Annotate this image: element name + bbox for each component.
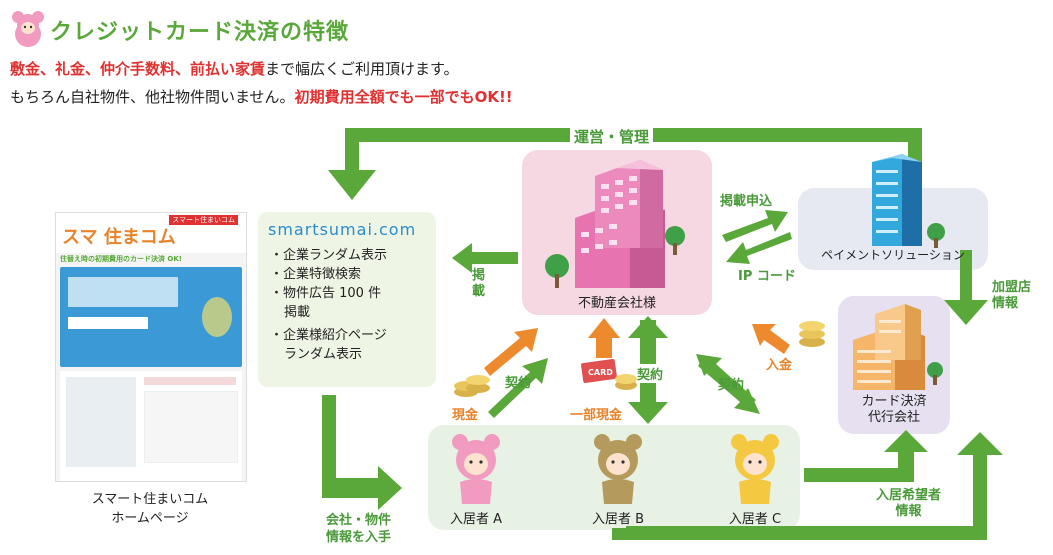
homepage-label-line2: ホームページ bbox=[111, 511, 189, 526]
ok-highlight: 初期費用全額でも一部でもOK!! bbox=[294, 88, 513, 106]
member-info-arrow bbox=[944, 250, 988, 325]
card-text: CARD bbox=[588, 368, 613, 377]
site-features: ・企業ランダム表示 ・企業特徴検索 ・物件広告 100 件 掲載 ・企業様紹介ペ… bbox=[270, 246, 387, 364]
deposit-arrow bbox=[752, 324, 790, 354]
partial-cash-label: 一部現金 bbox=[570, 408, 623, 423]
company-info-label: 会社・物件 情報を入手 bbox=[326, 512, 391, 546]
contract-label-c: 契約 bbox=[718, 378, 745, 393]
mascot-icon bbox=[10, 8, 46, 52]
realestate-label: 不動産会社様 bbox=[577, 296, 656, 311]
site-feature-3: ・物件広告 100 件 bbox=[270, 286, 382, 301]
homepage-label-line1: スマート住まいコム bbox=[91, 492, 209, 507]
payment-label: ペイメントソリューション bbox=[821, 248, 965, 262]
homepage-screenshot[interactable]: スマート住まいコム スマ 住まコム 住替え時の初期費用のカード決済 OK! bbox=[55, 212, 247, 482]
ip-code-label: IP コード bbox=[738, 269, 796, 284]
homepage-logo-main: スマ 住まコム bbox=[62, 227, 176, 248]
company-info-label-1: 会社・物件 bbox=[326, 513, 392, 528]
member-info-label: 加盟店 情報 bbox=[992, 280, 1031, 312]
intro-line-2: もちろん自社物件、他社物件問いません。初期費用全額でも一部でもOK!! bbox=[10, 86, 513, 107]
homepage-tagline: 住替え時の初期費用のカード決済 OK! bbox=[60, 255, 183, 263]
member-info-label-2: 情報 bbox=[992, 296, 1019, 311]
site-feature-4: ・企業様紹介ページ bbox=[270, 328, 387, 343]
management-arrow bbox=[328, 128, 922, 200]
cash-arrow bbox=[484, 328, 538, 376]
resident-c-label: 入居者 C bbox=[728, 512, 782, 527]
member-info-label-1: 加盟店 bbox=[992, 280, 1032, 295]
listing-request-label: 掲載申込 bbox=[720, 194, 773, 209]
intro-line-2-plain: もちろん自社物件、他社物件問いません。 bbox=[10, 88, 295, 106]
site-name[interactable]: smartsumai.com bbox=[268, 220, 417, 239]
listing-label: 掲載 bbox=[472, 268, 486, 299]
site-feature-1: ・企業ランダム表示 bbox=[270, 248, 388, 263]
homepage-logo: スマート住まいコム スマ 住まコム bbox=[56, 213, 246, 253]
resident-b-icon bbox=[594, 434, 642, 504]
site-feature-4b: ランダム表示 bbox=[284, 347, 363, 362]
ip-code-arrow bbox=[726, 232, 792, 264]
bottom-loop-arrow bbox=[612, 432, 1003, 540]
coins-icon-a bbox=[454, 375, 490, 397]
listing-arrow bbox=[452, 243, 518, 273]
contract-label-b: 契約 bbox=[637, 364, 664, 383]
contract-arrow-a bbox=[488, 358, 548, 418]
card-agent-label-1: カード決済 bbox=[861, 394, 927, 409]
intro-line-1-rest: まで幅広くご利用頂けます。 bbox=[265, 60, 459, 78]
resident-info-label-2: 情報 bbox=[895, 504, 922, 519]
card-agent-label: カード決済 代行会社 bbox=[838, 394, 950, 426]
realestate-building-icon bbox=[545, 160, 685, 288]
homepage-hero bbox=[60, 267, 242, 367]
resident-b-label: 入居者 B bbox=[591, 512, 645, 527]
card-icon: CARD bbox=[581, 358, 637, 390]
resident-a-icon bbox=[452, 434, 500, 504]
management-label: 運営・管理 bbox=[570, 126, 654, 147]
page-title: クレジットカード決済の特徴 bbox=[50, 20, 350, 45]
listing-request-arrow bbox=[722, 210, 788, 242]
card-agent-building-icon bbox=[853, 304, 943, 390]
card-agent-label-2: 代行会社 bbox=[867, 410, 920, 425]
company-info-label-2: 情報を入手 bbox=[326, 530, 392, 545]
resident-a-label: 入居者 A bbox=[449, 512, 503, 527]
payment-tower-icon bbox=[872, 154, 945, 248]
site-feature-2: ・企業特徴検索 bbox=[270, 267, 362, 282]
cash-label: 現金 bbox=[452, 408, 479, 423]
homepage-body bbox=[60, 371, 242, 481]
resident-info-arrow bbox=[804, 430, 928, 482]
company-info-arrow bbox=[322, 395, 402, 510]
intro-line-1: 敷金、礼金、仲介手数料、前払い家賃まで幅広くご利用頂けます。 bbox=[10, 58, 459, 79]
resident-info-label-1: 入居希望者 bbox=[876, 488, 942, 503]
fees-highlight: 敷金、礼金、仲介手数料、前払い家賃 bbox=[10, 60, 266, 78]
homepage-label: スマート住まいコム ホームページ bbox=[55, 488, 245, 526]
contract-arrow-c-up bbox=[696, 354, 756, 406]
resident-info-label: 入居希望者 情報 bbox=[876, 488, 941, 520]
partial-cash-arrow bbox=[588, 318, 620, 358]
site-feature-3b: 掲載 bbox=[284, 305, 311, 320]
coins-icon-deposit bbox=[799, 321, 825, 347]
homepage-logo-small: スマート住まいコム bbox=[169, 215, 238, 225]
deposit-label: 入金 bbox=[766, 358, 793, 373]
contract-arrow-b-up bbox=[628, 316, 668, 340]
resident-c-icon bbox=[731, 434, 779, 504]
site-panel bbox=[258, 212, 436, 387]
contract-label-a: 契約 bbox=[505, 376, 532, 391]
